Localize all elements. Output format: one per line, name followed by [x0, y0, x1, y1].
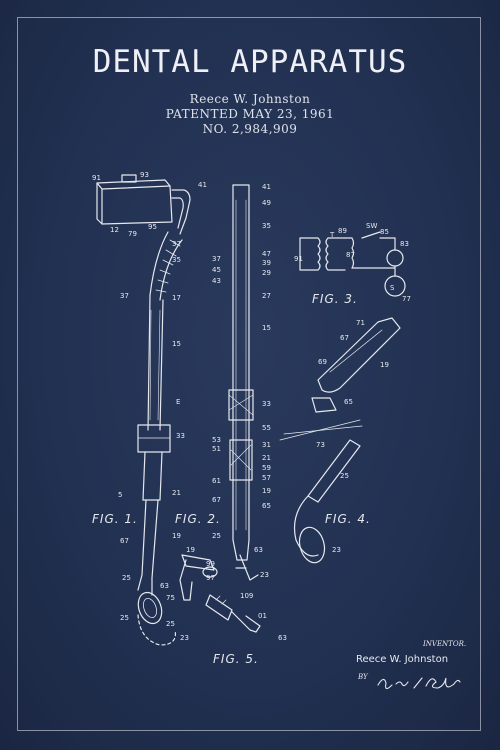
svg-text:55: 55: [262, 424, 271, 432]
svg-text:23: 23: [260, 571, 269, 579]
fig1-drawing: [96, 174, 191, 646]
svg-text:37: 37: [172, 240, 181, 248]
svg-text:63: 63: [278, 634, 287, 642]
svg-text:SW: SW: [366, 222, 377, 230]
inventor-subtitle: Reece W. Johnston: [189, 92, 311, 106]
svg-text:53: 53: [212, 436, 221, 444]
svg-text:35: 35: [172, 256, 181, 264]
svg-text:59: 59: [262, 464, 271, 472]
svg-text:19: 19: [172, 532, 181, 540]
patent-number: NO. 2,984,909: [202, 122, 298, 136]
svg-text:33: 33: [176, 432, 185, 440]
svg-text:39: 39: [262, 259, 271, 267]
svg-text:87: 87: [346, 251, 355, 259]
svg-text:41: 41: [198, 181, 207, 189]
fig2-drawing: [228, 184, 259, 581]
svg-text:89: 89: [338, 227, 347, 235]
poster-title: DENTAL APPARATUS: [92, 44, 408, 80]
svg-text:21: 21: [262, 454, 271, 462]
svg-text:35: 35: [262, 222, 271, 230]
svg-text:19: 19: [262, 487, 271, 495]
svg-text:19: 19: [380, 361, 389, 369]
svg-text:5: 5: [118, 491, 122, 499]
svg-text:67: 67: [340, 334, 349, 342]
by-label: BY: [358, 673, 368, 681]
svg-text:43: 43: [212, 277, 221, 285]
svg-text:27: 27: [262, 292, 271, 300]
svg-text:23: 23: [332, 546, 341, 554]
patent-date: PATENTED MAY 23, 1961: [165, 107, 335, 121]
fig4-drawing: [279, 317, 401, 564]
svg-text:S: S: [390, 284, 395, 292]
svg-text:91: 91: [294, 255, 303, 263]
svg-text:31: 31: [262, 441, 271, 449]
svg-text:65: 65: [344, 398, 353, 406]
svg-text:63: 63: [254, 546, 263, 554]
svg-text:91: 91: [92, 174, 101, 182]
svg-text:45: 45: [212, 266, 221, 274]
svg-text:19: 19: [186, 546, 195, 554]
fig4-label: FIG. 4.: [325, 512, 371, 526]
svg-text:85: 85: [380, 228, 389, 236]
svg-text:93: 93: [140, 171, 149, 179]
svg-text:61: 61: [212, 477, 221, 485]
fig3-drawing: [299, 231, 406, 297]
svg-text:T: T: [329, 231, 335, 239]
svg-text:65: 65: [262, 502, 271, 510]
svg-text:51: 51: [212, 445, 221, 453]
svg-text:75: 75: [166, 594, 175, 602]
svg-text:12: 12: [110, 226, 119, 234]
svg-text:15: 15: [262, 324, 271, 332]
fig5-label: FIG. 5.: [213, 652, 259, 666]
svg-text:83: 83: [400, 240, 409, 248]
svg-text:25: 25: [212, 532, 221, 540]
svg-text:47: 47: [262, 250, 271, 258]
svg-text:57: 57: [262, 474, 271, 482]
svg-text:33: 33: [262, 400, 271, 408]
svg-text:41: 41: [262, 183, 271, 191]
fig5-drawing: [179, 554, 261, 633]
svg-text:23: 23: [180, 634, 189, 642]
svg-text:49: 49: [262, 199, 271, 207]
svg-text:97: 97: [206, 574, 215, 582]
svg-text:95: 95: [148, 223, 157, 231]
svg-text:E: E: [176, 398, 180, 406]
svg-text:25: 25: [340, 472, 349, 480]
inventor-label: INVENTOR.: [423, 640, 467, 648]
poster-border: [17, 17, 481, 731]
svg-text:77: 77: [402, 295, 411, 303]
svg-text:25: 25: [122, 574, 131, 582]
svg-text:67: 67: [212, 496, 221, 504]
svg-text:25: 25: [166, 620, 175, 628]
svg-text:37: 37: [120, 292, 129, 300]
svg-text:67: 67: [120, 537, 129, 545]
svg-text:99: 99: [206, 560, 215, 568]
svg-text:29: 29: [262, 269, 271, 277]
svg-text:79: 79: [128, 230, 137, 238]
inventor-name: Reece W. Johnston: [356, 654, 449, 665]
svg-text:01: 01: [258, 612, 267, 620]
svg-text:37: 37: [212, 255, 221, 263]
svg-text:15: 15: [172, 340, 181, 348]
svg-text:17: 17: [172, 294, 181, 302]
svg-text:21: 21: [172, 489, 181, 497]
fig1-label: FIG. 1.: [92, 512, 138, 526]
svg-text:73: 73: [316, 441, 325, 449]
fig3-label: FIG. 3.: [312, 292, 358, 306]
svg-text:109: 109: [240, 592, 253, 600]
svg-text:69: 69: [318, 358, 327, 366]
svg-text:71: 71: [356, 319, 365, 327]
svg-text:63: 63: [160, 582, 169, 590]
svg-text:25: 25: [120, 614, 129, 622]
fig2-label: FIG. 2.: [175, 512, 221, 526]
